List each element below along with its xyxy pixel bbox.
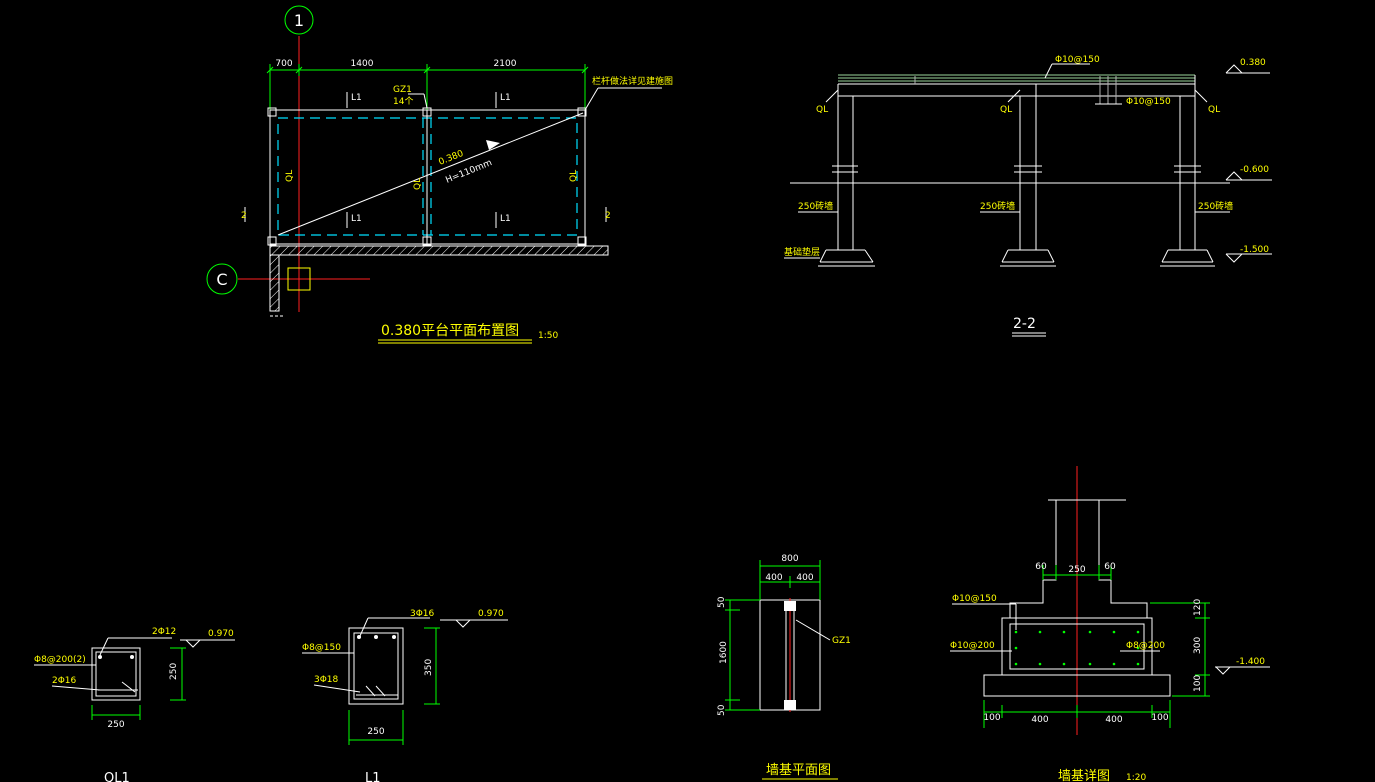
hatched-wall-vertical: [269, 254, 280, 312]
l1-elevation: 0.970: [478, 609, 504, 619]
footing-rebar-dist: Φ8@200: [1126, 641, 1165, 651]
footing-dim-400-left: 400: [1031, 715, 1048, 725]
ql-label: QL: [569, 170, 579, 182]
ql1-top-bar: 2Φ12: [152, 627, 176, 637]
column-corner: [577, 107, 587, 117]
l1-height: 350: [424, 659, 434, 676]
l1-label: L1: [500, 214, 511, 224]
l1-label: L1: [351, 214, 362, 224]
slope-line: [277, 112, 584, 236]
section-column-left: [818, 96, 875, 267]
ql1-title: QL1: [104, 771, 130, 782]
plan-title: 0.380平台平面布置图: [381, 323, 519, 339]
section-ql-mid: QL: [1000, 105, 1012, 115]
foundation-label: 基础垫层: [784, 246, 820, 258]
section-column-mid: [1000, 96, 1056, 267]
footing-rebar-top: Φ10@150: [952, 594, 997, 604]
section-mark-right: 2: [605, 211, 611, 221]
section-rebar-mid: Φ10@150: [1126, 97, 1171, 107]
platform-plan-view: 1 C 700 1400 2100: [206, 5, 673, 344]
wall-label-right: 250砖墙: [1198, 200, 1233, 212]
footing-dim-100-left: 100: [983, 713, 1000, 723]
ql1-height: 250: [169, 663, 179, 680]
section-mark-left: 2: [241, 211, 247, 221]
footing-rebar-side: Φ10@200: [950, 641, 995, 651]
slope-arrow: [486, 140, 500, 150]
footing-dim-100-h: 100: [1193, 675, 1203, 692]
l1-stirrup: Φ8@150: [302, 643, 341, 653]
footing-detail-title: 墙基详图: [1058, 769, 1110, 782]
footing-dim-300: 300: [1193, 637, 1203, 654]
section-elevation-bot: -1.500: [1225, 245, 1272, 263]
ql1-elevation: 0.970: [208, 629, 234, 639]
dim-700: 700: [275, 59, 292, 69]
footing-dim-400-right: 400: [1105, 715, 1122, 725]
gz1-label: GZ1: [393, 85, 412, 95]
column-corner: [267, 236, 277, 246]
ql1-width: 250: [107, 720, 124, 730]
section-elevation-top: 0.380: [1225, 58, 1270, 74]
svg-text:-0.600: -0.600: [1240, 165, 1269, 175]
dim-2100: 2100: [494, 59, 517, 69]
railing-note: 栏杆做法详见建施图: [592, 75, 673, 87]
section-rebar-top: Φ10@150: [1055, 55, 1100, 65]
footing-plan-gz1: GZ1: [832, 636, 851, 646]
footing-dim-60-right: 60: [1104, 562, 1116, 572]
l1-label: L1: [500, 93, 511, 103]
footing-dim-120: 120: [1193, 599, 1203, 616]
footing-plan-view: 800 400 400 50 1600 50 GZ1 墙基平面图: [717, 554, 851, 780]
l1-title: L1: [365, 771, 381, 782]
l1-top-bar: 3Φ16: [410, 609, 435, 619]
footing-plan-dim-right: 400: [796, 573, 813, 583]
ql-label: QL: [413, 178, 423, 190]
footing-plan-dim-total: 800: [781, 554, 798, 564]
footing-plan-dim-mid: 1600: [719, 641, 729, 664]
column-corner: [577, 236, 587, 246]
footing-dim-250: 250: [1068, 565, 1085, 575]
slope-elevation: 0.380: [437, 149, 465, 168]
l1-marks: L1 L1 L1 L1: [346, 92, 511, 228]
ql1-stirrup: Φ8@200(2): [34, 655, 86, 665]
gz1-count: 14个: [393, 96, 413, 107]
svg-text:0.380: 0.380: [1240, 58, 1266, 68]
svg-text:-1.500: -1.500: [1240, 245, 1269, 255]
dim-1400: 1400: [351, 59, 374, 69]
axis-bubble-c: [206, 263, 238, 295]
l1-label: L1: [351, 93, 362, 103]
footing-dim-60-left: 60: [1035, 562, 1047, 572]
hatched-wall-horizontal: [269, 245, 609, 256]
column-c1: [287, 267, 311, 291]
l1-bottom-bar: 3Φ18: [314, 675, 339, 685]
column-mid: [422, 236, 432, 246]
column-corner: [267, 107, 277, 117]
l1-width: 250: [367, 727, 384, 737]
footing-plan-title: 墙基平面图: [766, 763, 831, 778]
section-title: 2-2: [1013, 316, 1036, 332]
footing-detail-view: 60 250 60 Φ10@150 Φ10@200 Φ8@200 120 300…: [950, 466, 1270, 782]
plan-scale: 1:50: [538, 331, 558, 341]
footing-plan-dim-bot: 50: [717, 704, 727, 716]
l1-section-detail: 250 350 3Φ16 Φ8@150 3Φ18 0.970 L1: [302, 609, 508, 782]
section-ql-left: QL: [816, 105, 828, 115]
footing-dim-100-right: 100: [1151, 713, 1168, 723]
ql-label: QL: [285, 170, 295, 182]
ql1-bottom-bar: 2Φ16: [52, 676, 77, 686]
section-elevation-mid: -0.600: [1225, 165, 1272, 181]
footing-elevation: -1.400: [1236, 657, 1265, 667]
axis-bubble-1: [284, 5, 314, 35]
wall-label-mid: 250砖墙: [980, 200, 1015, 212]
footing-detail-scale: 1:20: [1126, 773, 1146, 782]
plan-top-dimensions: 700 1400 2100: [266, 59, 589, 110]
axis-label-1: 1: [294, 11, 304, 30]
section-ql-right: QL: [1208, 105, 1220, 115]
footing-plan-dim-left: 400: [765, 573, 782, 583]
footing-plan-dim-top: 50: [717, 596, 727, 608]
section-column-right: [1160, 96, 1215, 267]
section-2-2-view: QL QL QL Φ10@150 Φ10@150 0.380 -0.600 -1…: [784, 55, 1272, 337]
ql1-section-detail: 250 250 2Φ12 Φ8@200(2) 2Φ16 0.970 QL1: [34, 627, 235, 782]
wall-label-left: 250砖墙: [798, 200, 833, 212]
axis-label-c: C: [216, 270, 227, 289]
